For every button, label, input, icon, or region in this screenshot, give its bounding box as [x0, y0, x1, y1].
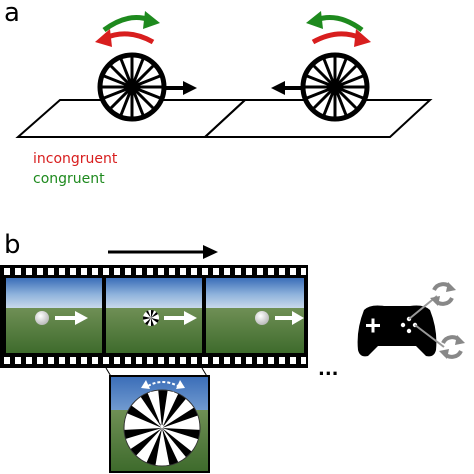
plain-ball — [35, 311, 49, 325]
zoom-inset — [109, 375, 210, 473]
rotation-arrowhead-congruent-right — [306, 11, 323, 29]
legend-incongruent: incongruent — [33, 151, 118, 167]
rotation-arrowhead-congruent-left — [143, 11, 160, 29]
film-frame-2 — [106, 278, 202, 353]
film-frame-1 — [6, 278, 102, 353]
rotation-arrow-incongruent-left — [104, 31, 155, 45]
continuation-ellipsis: ... — [318, 359, 339, 380]
time-arrow — [108, 245, 218, 259]
sprocket-holes-top — [4, 268, 306, 275]
ground-plane-right — [202, 99, 433, 138]
striped-ball-large — [124, 390, 200, 466]
sprocket-holes-bottom — [4, 357, 306, 364]
rotation-arrowhead-incongruent-left — [95, 29, 112, 47]
rotation-arrow-incongruent-right — [311, 31, 362, 45]
panel-label-b: b — [4, 230, 21, 260]
wheel-left — [97, 52, 167, 122]
connector-line-bottom — [414, 324, 445, 348]
rotation-indicator — [147, 381, 179, 387]
gamepad-icon — [357, 305, 437, 357]
wheel-right — [300, 52, 370, 122]
rotate-icon — [430, 282, 456, 306]
film-frame-3 — [206, 278, 304, 353]
legend-congruent: congruent — [33, 171, 105, 187]
motion-arrow-left — [271, 81, 303, 95]
plain-ball — [255, 311, 269, 325]
rotate-icon — [439, 335, 465, 359]
rotation-arrowhead-incongruent-right — [354, 29, 371, 47]
motion-arrow-right — [165, 81, 197, 95]
panel-label-a: a — [4, 0, 20, 28]
